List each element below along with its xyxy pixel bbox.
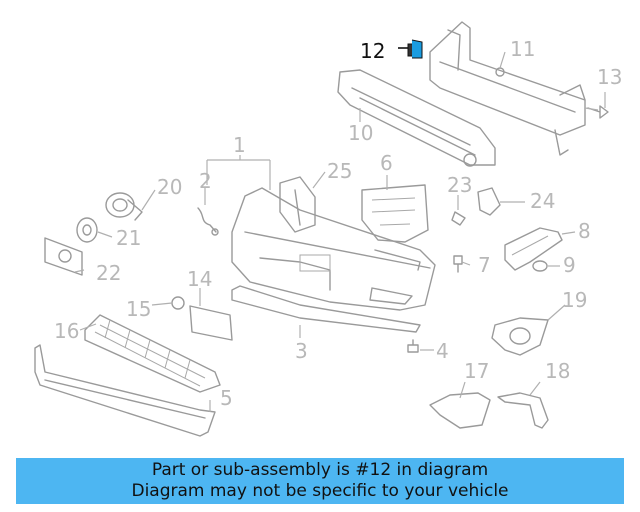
callout-25: 25 — [327, 159, 352, 183]
callout-4: 4 — [436, 339, 449, 363]
callout-9: 9 — [563, 253, 576, 277]
lower-grille-part — [84, 314, 221, 393]
bracket-6-part — [361, 184, 429, 243]
bolt-12-part — [398, 39, 423, 59]
callout-10: 10 — [348, 121, 373, 145]
clip-15-part — [171, 296, 185, 310]
reinforcement-bar-part — [429, 21, 586, 156]
callout-5: 5 — [220, 386, 233, 410]
callout-14: 14 — [187, 267, 212, 291]
lower-lip-part — [34, 344, 216, 437]
bracket-24-part — [477, 187, 501, 216]
banner-line-1: Part or sub-assembly is #12 in diagram — [151, 460, 489, 480]
callout-8: 8 — [578, 219, 591, 243]
bracket-19-part — [491, 317, 549, 356]
callout-7: 7 — [478, 253, 491, 277]
callout-11: 11 — [510, 37, 535, 61]
bolt-7-part — [453, 255, 463, 273]
harness-2-part — [197, 207, 219, 236]
callout-23: 23 — [447, 173, 472, 197]
callout-22: 22 — [96, 261, 121, 285]
callout-15: 15 — [126, 297, 151, 321]
parts-diagram: 1 2 3 4 5 6 7 8 9 10 11 12 13 14 15 16 1… — [34, 21, 622, 437]
bumper-cover-part — [231, 187, 436, 311]
spoiler-strip-part — [231, 285, 421, 333]
sensor-20-part — [105, 192, 143, 221]
callout-13: 13 — [597, 65, 622, 89]
bolt-23-part — [451, 211, 466, 226]
callout-18: 18 — [545, 359, 570, 383]
screw-4-part — [407, 339, 419, 353]
callout-12-highlighted: 12 — [360, 39, 385, 63]
callout-19: 19 — [562, 288, 587, 312]
callout-24: 24 — [530, 189, 555, 213]
absorber-part — [337, 69, 496, 167]
callout-21: 21 — [116, 226, 141, 250]
callout-1: 1 — [233, 133, 246, 157]
callout-16: 16 — [54, 319, 79, 343]
callout-17: 17 — [464, 359, 489, 383]
license-plate-bracket-part — [189, 305, 233, 341]
bracket-22-part — [44, 237, 83, 276]
nut-9-part — [532, 260, 548, 272]
trim-17-part — [429, 392, 491, 429]
callout-6: 6 — [380, 151, 393, 175]
trim-18-part — [497, 392, 549, 429]
ring-21-part — [76, 217, 98, 243]
banner-line-2: Diagram may not be specific to your vehi… — [131, 481, 509, 501]
info-banner: Part or sub-assembly is #12 in diagram D… — [16, 458, 624, 504]
callout-3: 3 — [295, 339, 308, 363]
callout-20: 20 — [157, 175, 182, 199]
module-25-part — [279, 176, 316, 233]
callout-2: 2 — [199, 169, 212, 193]
leader-lines — [74, 51, 606, 412]
bracket-8-part — [504, 227, 563, 271]
